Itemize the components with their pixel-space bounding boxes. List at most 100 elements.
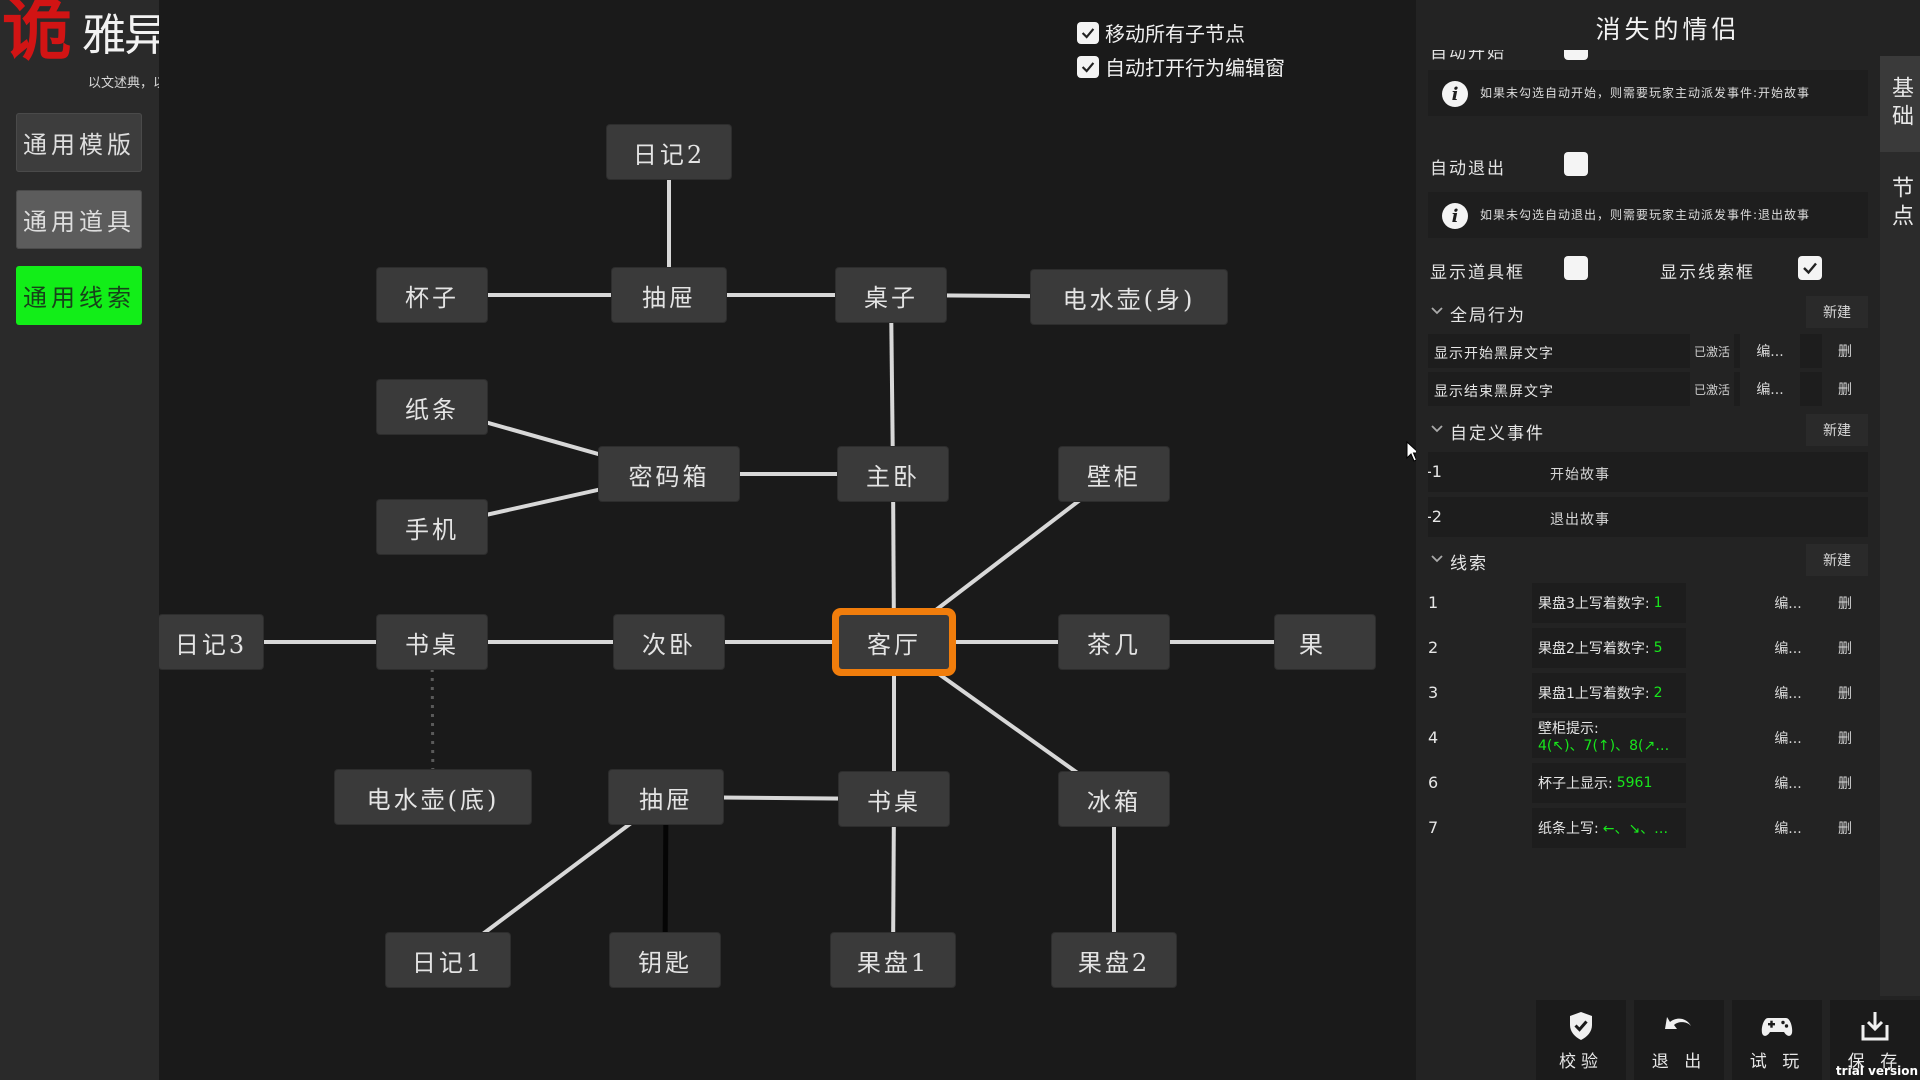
custom-event-row[interactable]: -2 退出故事	[1428, 497, 1868, 537]
clue-description: 果盘1上写着数字:2	[1532, 673, 1686, 713]
auto-start-checkbox[interactable]	[1564, 50, 1588, 60]
global-behaviors-title: 全局行为	[1450, 306, 1526, 326]
node-fridge[interactable]: 冰箱	[1059, 772, 1169, 826]
node-safe-box[interactable]: 密码箱	[599, 447, 739, 501]
new-custom-event-button[interactable]: 新建	[1806, 414, 1868, 446]
auto-open-editor-option[interactable]: 自动打开行为编辑窗	[1077, 52, 1285, 81]
clue-value: 1	[1653, 595, 1663, 611]
show-clue-box-checkbox[interactable]	[1798, 256, 1822, 280]
node-second-bedroom[interactable]: 次卧	[614, 615, 724, 669]
node-coffee-table[interactable]: 茶几	[1059, 615, 1169, 669]
move-children-option[interactable]: 移动所有子节点	[1077, 18, 1245, 47]
node-fruit-plate1[interactable]: 果盘1	[831, 933, 955, 987]
delete-clue-button[interactable]: 删	[1822, 718, 1868, 758]
node-key[interactable]: 钥匙	[610, 933, 720, 987]
behavior-state: 已激活	[1690, 372, 1734, 406]
edit-clue-button[interactable]: 编...	[1758, 718, 1818, 758]
common-clues-button[interactable]: 通用线索	[16, 266, 142, 325]
custom-event-row[interactable]: -1 开始故事	[1428, 452, 1868, 492]
global-behaviors-header[interactable]: 全局行为 新建	[1428, 296, 1868, 328]
save-button[interactable]: 保 存	[1830, 1000, 1920, 1080]
move-children-checkbox[interactable]	[1077, 21, 1099, 44]
edit-clue-button[interactable]: 编...	[1758, 583, 1818, 623]
node-kettle-base[interactable]: 电水壶(底)	[335, 770, 531, 824]
tab-basic[interactable]: 基础	[1880, 56, 1920, 152]
delete-behavior-button[interactable]: 删	[1822, 334, 1868, 368]
clue-text: 壁柜提示:	[1538, 721, 1599, 737]
delete-clue-button[interactable]: 删	[1822, 583, 1868, 623]
node-fruit-plate2[interactable]: 果盘2	[1052, 933, 1176, 987]
node-desk-left[interactable]: 书桌	[377, 615, 487, 669]
delete-clue-button[interactable]: 删	[1822, 808, 1868, 848]
clue-text: 果盘2上写着数字:	[1538, 641, 1650, 657]
custom-events-header[interactable]: 自定义事件 新建	[1428, 414, 1868, 446]
auto-exit-checkbox[interactable]	[1564, 152, 1588, 176]
validate-button[interactable]: 校验	[1536, 1000, 1626, 1080]
node-kettle-body[interactable]: 电水壶(身)	[1031, 270, 1227, 324]
common-items-button[interactable]: 通用道具	[16, 190, 142, 249]
delete-behavior-button[interactable]: 删	[1822, 372, 1868, 406]
auto-exit-row: 自动退出	[1428, 152, 1868, 180]
node-phone[interactable]: 手机	[377, 500, 487, 554]
check-icon	[1803, 262, 1817, 275]
auto-start-info-text: 如果未勾选自动开始，则需要玩家主动派发事件:开始故事	[1480, 86, 1811, 100]
edit-clue-button[interactable]: 编...	[1758, 808, 1818, 848]
edit-clue-button[interactable]: 编...	[1758, 628, 1818, 668]
node-table[interactable]: 桌子	[836, 268, 946, 322]
tab-nodes[interactable]: 节点	[1880, 156, 1920, 252]
edit-behavior-button[interactable]: 编...	[1740, 372, 1800, 406]
auto-exit-label: 自动退出	[1430, 159, 1506, 179]
node-drawer-lower[interactable]: 抽屉	[609, 770, 723, 824]
behavior-state: 已激活	[1690, 334, 1734, 368]
clue-description: 杯子上显示:5961	[1532, 763, 1686, 803]
clue-description: 壁柜提示:4(↖)、7(↑)、8(↗…	[1532, 718, 1686, 758]
node-cup[interactable]: 杯子	[377, 268, 487, 322]
check-icon	[1081, 27, 1095, 39]
delete-clue-button[interactable]: 删	[1822, 673, 1868, 713]
edge-bigui-keting	[892, 472, 1116, 644]
node-diary3[interactable]: 日记3	[159, 615, 263, 669]
node-desk-lower[interactable]: 书桌	[839, 772, 949, 826]
node-living-room[interactable]: 客厅	[839, 615, 949, 669]
clue-text: 果盘3上写着数字:	[1538, 596, 1650, 612]
clue-value: 4(↖)、7(↑)、8(↗…	[1538, 738, 1670, 754]
edit-behavior-button[interactable]: 编...	[1740, 334, 1800, 368]
edge-chouti2-yaoshi	[662, 796, 669, 961]
edit-clue-button[interactable]: 编...	[1758, 673, 1818, 713]
node-wall-cabinet[interactable]: 壁柜	[1059, 447, 1169, 501]
clue-row: 7 纸条上写:←、↘、… 编... 删	[1428, 808, 1868, 848]
delete-clue-button[interactable]: 删	[1822, 763, 1868, 803]
clue-text: 纸条上写:	[1538, 821, 1599, 837]
edit-clue-button[interactable]: 编...	[1758, 763, 1818, 803]
auto-exit-info: i 如果未勾选自动退出，则需要玩家主动派发事件:退出故事	[1428, 192, 1868, 238]
node-edges	[211, 152, 1325, 962]
auto-open-editor-checkbox[interactable]	[1077, 55, 1099, 78]
node-note[interactable]: 纸条	[377, 380, 487, 434]
new-clue-button[interactable]: 新建	[1806, 544, 1868, 576]
trial-watermark: trial version	[1835, 1064, 1918, 1078]
logo-glyph: 诡	[2, 0, 72, 70]
node-master-bedroom[interactable]: 主卧	[838, 447, 948, 501]
clue-value: 2	[1653, 685, 1663, 701]
edge-zhuwo-keting	[891, 473, 896, 643]
clue-number: 2	[1428, 638, 1439, 657]
clue-number: 7	[1428, 818, 1439, 837]
clues-header[interactable]: 线索 新建	[1428, 544, 1868, 576]
node-graph-canvas[interactable]: 移动所有子节点 自动打开行为编辑窗 日记2 杯子 抽屉 桌子 电水壶(身) 纸条…	[159, 0, 1416, 1080]
node-diary1[interactable]: 日记1	[386, 933, 510, 987]
node-diary2[interactable]: 日记2	[607, 125, 731, 179]
playtest-button[interactable]: 试 玩	[1732, 1000, 1822, 1080]
new-global-behavior-button[interactable]: 新建	[1806, 296, 1868, 328]
exit-button[interactable]: 退 出	[1634, 1000, 1724, 1080]
check-icon	[1081, 61, 1095, 73]
show-item-box-checkbox[interactable]	[1564, 256, 1588, 280]
clue-number: 1	[1428, 593, 1439, 612]
validate-label: 校验	[1559, 1051, 1603, 1072]
behavior-name: 显示开始黑屏文字	[1434, 346, 1554, 362]
clue-number: 3	[1428, 683, 1439, 702]
panel-scroll-area[interactable]: 自动开始 i 如果未勾选自动开始，则需要玩家主动派发事件:开始故事 自动退出 i…	[1428, 50, 1868, 890]
node-drawer-upper[interactable]: 抽屉	[612, 268, 726, 322]
common-template-button[interactable]: 通用模版	[16, 113, 142, 172]
node-fruit-partial[interactable]: 果	[1275, 615, 1375, 669]
delete-clue-button[interactable]: 删	[1822, 628, 1868, 668]
